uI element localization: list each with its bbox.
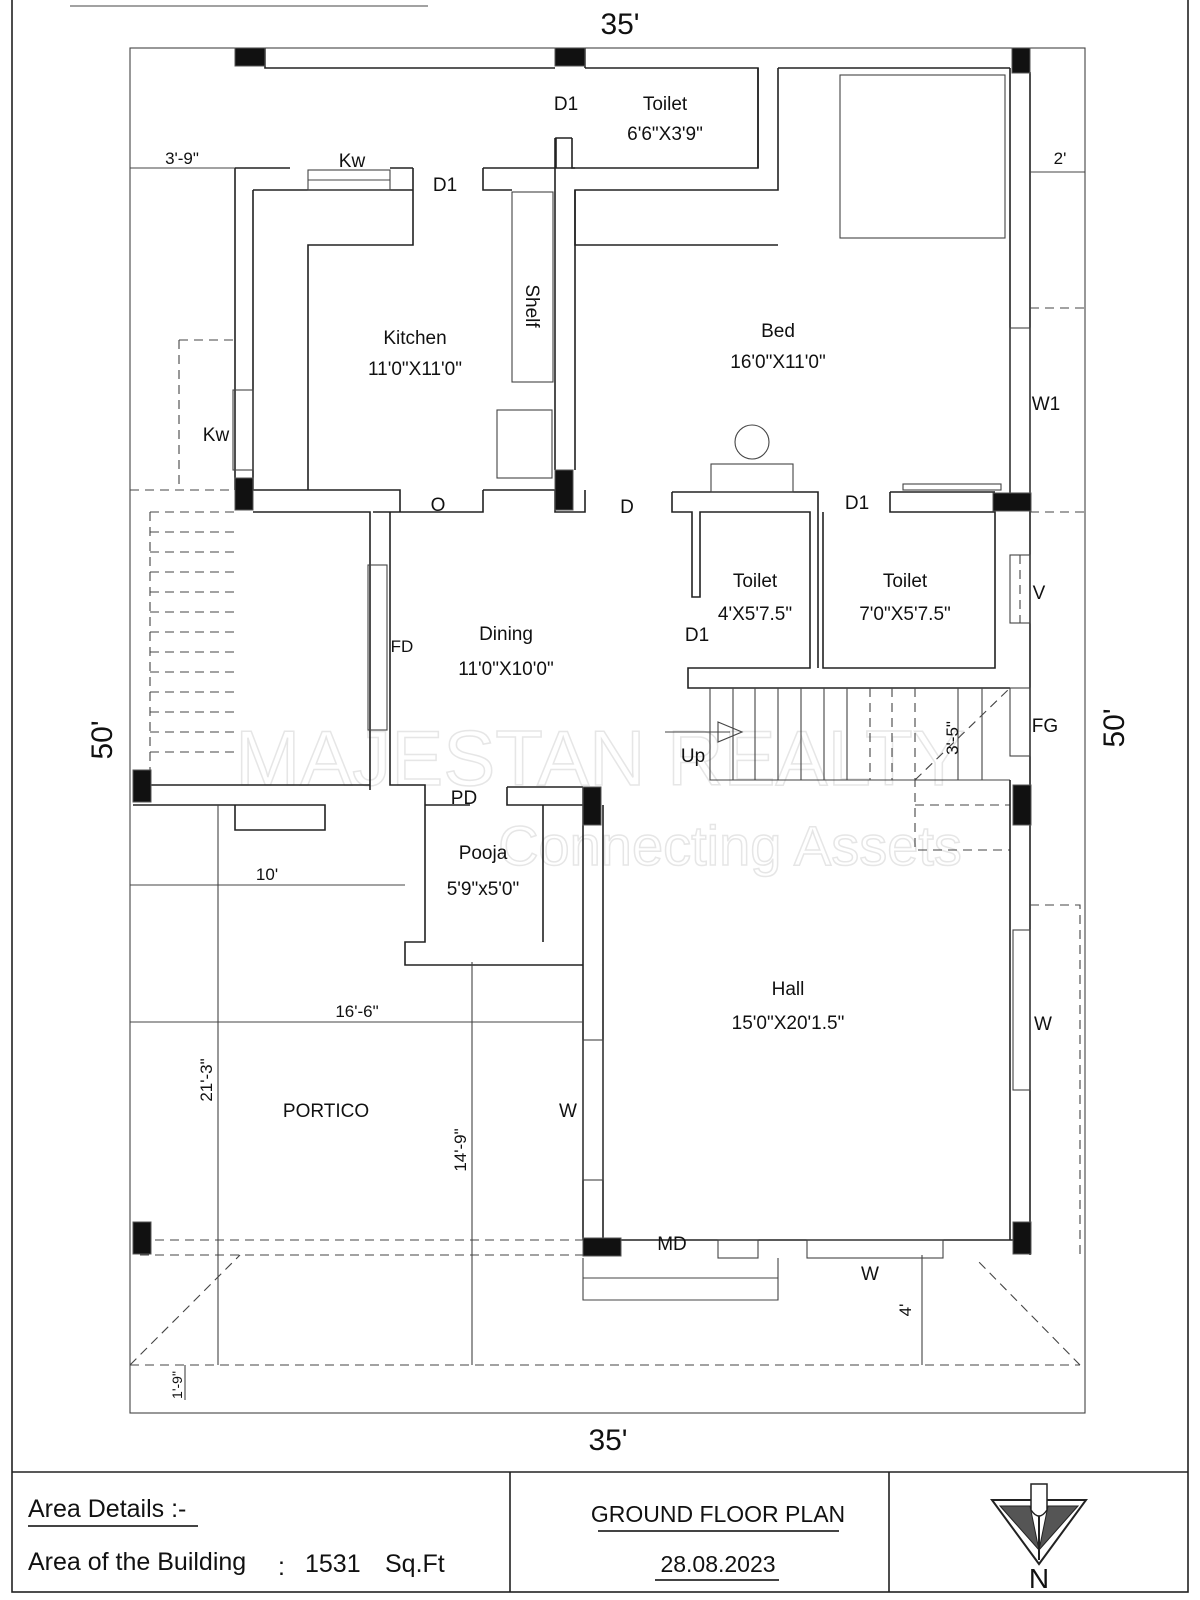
room-size: 16'0"X11'0" (730, 352, 825, 373)
room-name: Dining (479, 624, 533, 645)
svg-text:FD: FD (391, 637, 414, 656)
dimension-labels: 35' 35' 50' 50' 3'-9" 2' 10' 16'-6" 21'-… (86, 8, 1131, 1457)
page-frame (11, 0, 1189, 1593)
room-labels: Toilet 6'6"X3'9" Kitchen 11'0"X11'0" Bed… (283, 94, 951, 1122)
plan-title: GROUND FLOOR PLAN (591, 1501, 845, 1527)
room-name: Toilet (643, 94, 688, 115)
svg-text:Shelf: Shelf (521, 284, 542, 328)
svg-text:50': 50' (86, 720, 119, 759)
area-label: Area of the Building (28, 1548, 246, 1576)
svg-text:35': 35' (588, 1424, 627, 1457)
svg-text:35': 35' (600, 8, 639, 41)
svg-text::: : (278, 1553, 285, 1581)
svg-text:FG: FG (1032, 716, 1058, 737)
walls (129, 48, 1085, 1366)
svg-text:PD: PD (451, 788, 477, 809)
svg-text:Up: Up (681, 746, 705, 767)
room-name: Toilet (733, 571, 778, 592)
svg-text:Kw: Kw (339, 151, 366, 172)
plan-date: 28.08.2023 (660, 1551, 775, 1577)
svg-text:21'-3": 21'-3" (197, 1058, 216, 1101)
svg-text:50': 50' (1098, 708, 1131, 747)
dimension-lines (130, 167, 1085, 1400)
columns (132, 47, 1032, 1257)
room-size: 15'0"X20'1.5" (732, 1013, 845, 1034)
room-name: Hall (772, 979, 805, 1000)
svg-text:Kw: Kw (203, 425, 230, 446)
svg-text:4': 4' (896, 1304, 915, 1317)
room-name: Pooja (459, 843, 508, 864)
svg-text:W1: W1 (1032, 394, 1061, 415)
plot-boundary (129, 47, 1086, 1414)
area-value: 1531 (305, 1550, 361, 1578)
svg-text:MD: MD (657, 1234, 687, 1255)
svg-text:D: D (620, 497, 634, 518)
svg-text:W: W (861, 1264, 879, 1285)
svg-text:16'-6": 16'-6" (335, 1002, 378, 1021)
svg-text:V: V (1033, 583, 1046, 604)
north-arrow-icon (990, 1483, 1088, 1566)
room-size: 4'X5'7.5" (718, 604, 792, 625)
svg-text:14'-9": 14'-9" (451, 1128, 470, 1171)
room-size: 11'0"X10'0" (458, 659, 553, 680)
room-name: Bed (761, 321, 795, 342)
svg-text:O: O (431, 495, 446, 516)
svg-text:W: W (559, 1101, 577, 1122)
room-name: Toilet (883, 571, 928, 592)
svg-text:3'-5": 3'-5" (943, 721, 962, 755)
svg-text:3'-9": 3'-9" (165, 149, 199, 168)
opening-labels: Shelf D1 D1 Kw Kw O D D1 D1 W1 V FG FD U… (203, 94, 1060, 1285)
area-heading: Area Details :- (28, 1495, 186, 1523)
svg-text:D1: D1 (554, 94, 578, 115)
svg-text:D1: D1 (685, 625, 709, 646)
room-size: 7'0"X5'7.5" (859, 604, 951, 625)
svg-text:10': 10' (256, 865, 278, 884)
title-block: Area Details :- Area of the Building : 1… (12, 1471, 1188, 1594)
room-size: 6'6"X3'9" (627, 124, 703, 145)
svg-text:2': 2' (1054, 149, 1067, 168)
svg-text:D1: D1 (845, 493, 869, 514)
svg-text:Connecting Assets: Connecting Assets (498, 814, 962, 877)
svg-text:1'-9": 1'-9" (169, 1371, 185, 1399)
room-name: PORTICO (283, 1101, 369, 1122)
room-name: Kitchen (383, 328, 446, 349)
svg-text:W: W (1034, 1014, 1052, 1035)
room-size: 5'9"x5'0" (447, 879, 520, 900)
svg-text:D1: D1 (433, 175, 457, 196)
room-size: 11'0"X11'0" (368, 359, 462, 380)
north-label: N (1029, 1563, 1049, 1594)
area-unit: Sq.Ft (385, 1550, 445, 1578)
